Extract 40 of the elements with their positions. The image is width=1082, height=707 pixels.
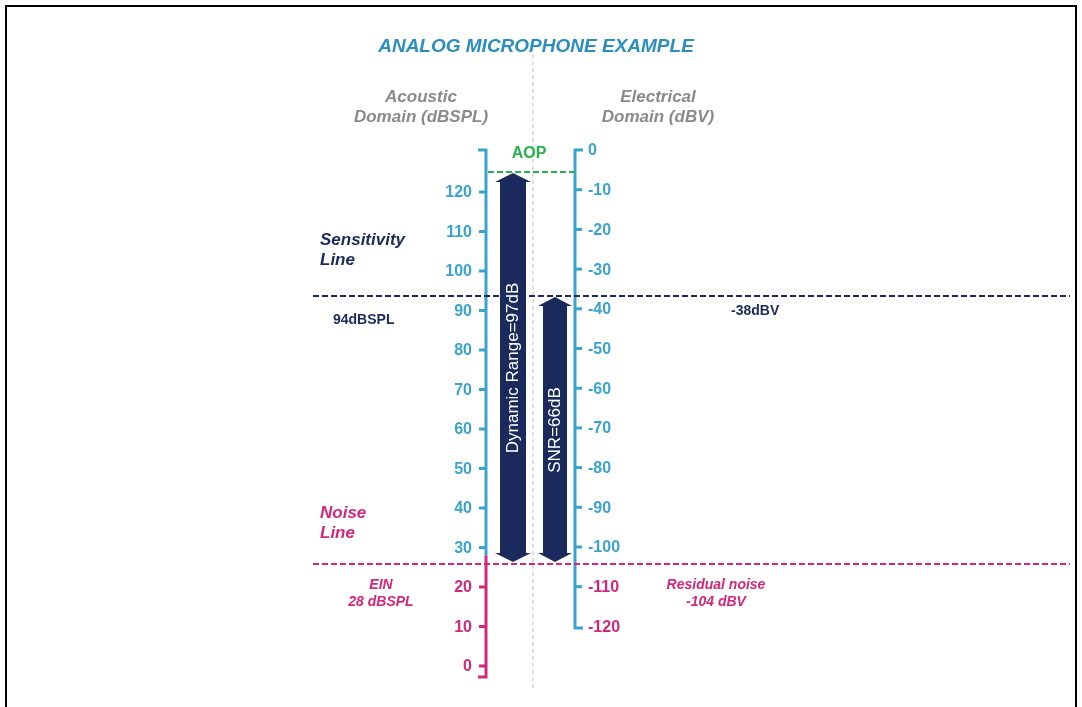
tick-label: 0 (463, 656, 472, 676)
tick-label: -20 (588, 219, 612, 239)
tick-label: 110 (446, 221, 472, 242)
tick-label: -110 (588, 577, 620, 597)
axis-title: Acoustic Domain (dBSPL) (353, 86, 489, 128)
tick-label: -60 (588, 378, 612, 398)
noise-value: EIN 28 dBSPL (348, 576, 414, 610)
tick-label: -80 (588, 458, 612, 478)
line-label: Sensitivity Line (320, 229, 406, 271)
noise-value: Residual noise -104 dBV (666, 576, 766, 610)
arrow-label: Dynamic Range=97dB (503, 282, 523, 453)
tick-label: -50 (588, 338, 612, 359)
line-label: Noise Line (320, 502, 367, 544)
tick-label: -120 (588, 616, 621, 636)
tick-label: 10 (454, 616, 472, 637)
arrow-label: SNR=66dB (545, 386, 565, 473)
double-arrow (495, 173, 531, 562)
tick-label: 80 (454, 340, 472, 360)
tick-label: 40 (454, 498, 472, 518)
tick-label: -90 (588, 497, 612, 517)
tick-label: -70 (588, 418, 612, 438)
tick-label: 120 (445, 182, 472, 202)
tick-label: 20 (454, 577, 472, 597)
reference-value: 94dBSPL (333, 310, 395, 328)
tick-label: -40 (588, 299, 612, 319)
double-arrow (538, 297, 572, 562)
tick-label: 30 (454, 537, 472, 558)
tick-label: 60 (454, 419, 472, 439)
tick-label: 100 (445, 261, 472, 281)
tick-label: 70 (454, 379, 472, 400)
tick-label: -100 (588, 537, 621, 557)
aop-label: AOP (511, 143, 547, 163)
tick-label: -30 (588, 259, 612, 279)
tick-label: 50 (454, 458, 472, 479)
tick-label: 90 (454, 300, 472, 321)
reference-value: -38dBV (731, 301, 780, 319)
title: ANALOG MICROPHONE EXAMPLE (378, 34, 694, 58)
tick-label: 0 (588, 140, 597, 160)
axis-title: Electrical Domain (dBV) (601, 86, 715, 128)
tick-label: -10 (588, 180, 612, 200)
